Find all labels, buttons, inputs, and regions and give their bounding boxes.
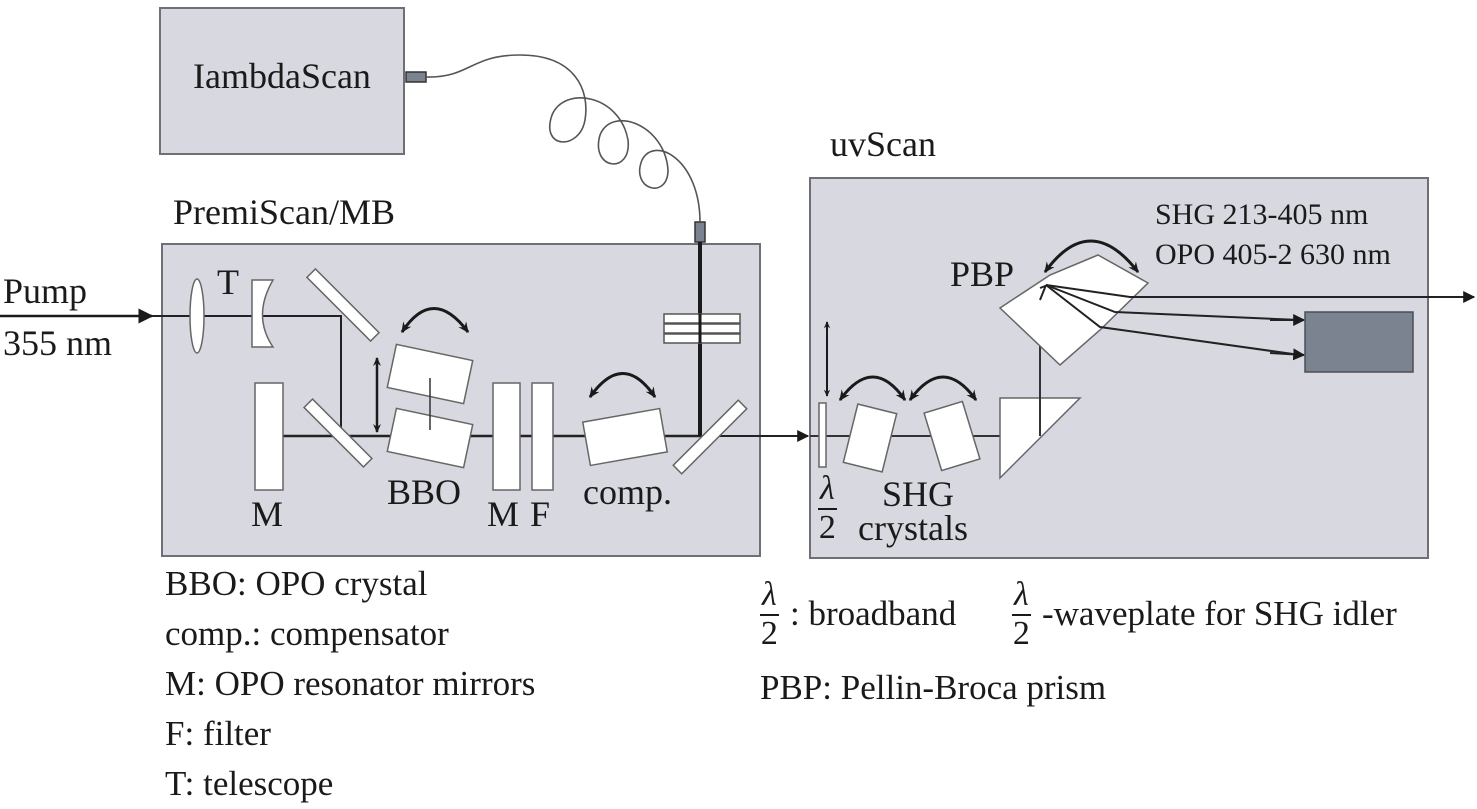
legend-left-item: T: telescope — [165, 764, 334, 803]
concave-lens-icon — [251, 279, 275, 348]
shg-crystal-1-icon — [842, 403, 898, 473]
dispersed-beams — [1039, 284, 1470, 356]
mirror-left-label: M — [251, 494, 284, 534]
telescope-label: T — [217, 262, 239, 302]
pump-wavelength-label: 355 nm — [3, 323, 113, 363]
stacked-plate-3-icon — [663, 333, 741, 344]
shg-crystal-1-rotation-arrow — [838, 375, 907, 401]
bbo-crystal-upper-icon — [386, 343, 474, 405]
fiber-connector-premiscan — [694, 221, 706, 243]
lambdascan-box — [159, 7, 405, 155]
shg-crystal-2-rotation-arrow — [908, 375, 978, 401]
turning-mirror-bottom-icon — [302, 397, 374, 469]
legend-waveplate-symbol: λ 2 — [760, 576, 779, 652]
bbo-crystal-lower-icon — [386, 407, 474, 469]
compensator-rotation-arrow — [588, 372, 657, 398]
legend-waveplate-text: : broadband — [790, 594, 957, 633]
bbo-rotation-arrow — [400, 307, 470, 334]
waveplate-symbol: λ 2 — [818, 470, 837, 546]
pump-label: Pump — [3, 271, 88, 311]
mirror-right-label: M — [487, 494, 520, 534]
shg-range-label: SHG 213-405 nm — [1155, 198, 1369, 231]
lambdascan-title: IambdaScan — [193, 56, 371, 96]
legend-left-item: comp.: compensator — [165, 614, 449, 653]
waveplate-icon — [818, 402, 827, 468]
telescope-lens-icon — [189, 278, 205, 354]
stacked-plate-2-icon — [663, 323, 741, 334]
detector-block — [1304, 311, 1414, 373]
legend-pbp-line: PBP: Pellin-Broca prism — [760, 668, 1107, 707]
compensator-label: comp. — [583, 472, 672, 512]
turning-mirror-top-icon — [305, 267, 381, 343]
legend-waveplate-text-end: -waveplate for SHG idler — [1042, 594, 1397, 633]
pellin-broca-prism-icon — [998, 254, 1150, 367]
fiber-connector-lambdascan — [405, 71, 427, 83]
stacked-plate-1-icon — [663, 313, 741, 324]
detector-beam-arrow-2 — [1269, 348, 1306, 361]
beamsplitter-icon — [672, 399, 748, 475]
resonator-mirror-right-icon — [492, 382, 521, 491]
filter-icon — [531, 382, 554, 491]
shg-crystal-2-icon — [923, 400, 981, 472]
uvscan-title: uvScan — [830, 124, 936, 164]
filter-label: F — [530, 494, 551, 534]
pbp-label: PBP — [950, 254, 1015, 294]
resonator-mirror-left-icon — [254, 382, 284, 491]
shg-crystals-label: crystals — [858, 508, 968, 548]
coiled-fiber — [425, 54, 701, 223]
compensator-icon — [581, 407, 669, 467]
legend-left-item: M: OPO resonator mirrors — [165, 664, 536, 703]
opo-range-label: OPO 405-2 630 nm — [1155, 238, 1391, 271]
legend-waveplate-symbol-2: λ 2 — [1012, 576, 1031, 652]
shg-label: SHG — [882, 474, 955, 514]
legend-left-item: F: filter — [165, 714, 271, 753]
legend-left-item: BBO: OPO crystal — [165, 564, 428, 603]
bbo-label: BBO — [387, 472, 462, 512]
pbp-rotation-arrow — [1043, 239, 1140, 273]
premiscan-title: PremiScan/MB — [173, 192, 395, 232]
